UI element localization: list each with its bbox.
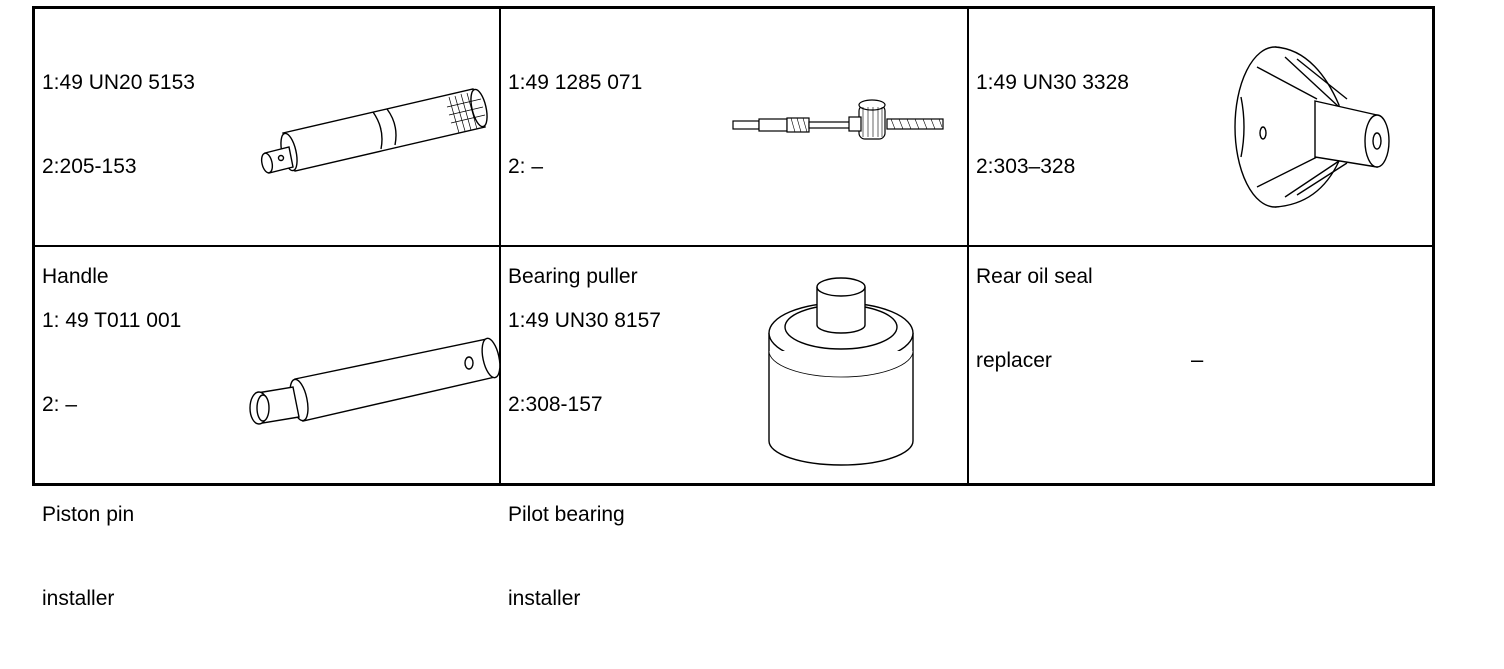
piston-pin-installer-icon [249, 337, 501, 425]
tool-name: Piston pin [42, 503, 135, 526]
tool-code: 2:308-157 [508, 393, 603, 416]
tool-name-line2: installer [42, 587, 115, 610]
special-tools-table: 1:49 UN20 5153 2:205-153 Handle [32, 6, 1435, 610]
tool-part-number: 1:49 UN30 3328 [976, 71, 1129, 94]
tool-name: Handle [42, 265, 109, 288]
rear-oil-seal-replacer-icon [1234, 46, 1390, 208]
tool-code: 2: – [42, 393, 78, 416]
tool-code: 2:303–328 [976, 155, 1076, 178]
tool-name: Bearing puller [508, 265, 638, 288]
pilot-bearing-installer-icon [768, 277, 914, 466]
tool-part-number: 1:49 UN30 8157 [508, 309, 661, 332]
tool-cell-handle: 1:49 UN20 5153 2:205-153 Handle [35, 9, 499, 288]
tool-cell-pilot-bearing-installer: 1:49 UN30 8157 2:308-157 Pilot bearing i… [501, 247, 967, 610]
tool-name-line2: replacer [976, 349, 1052, 372]
tool-name: Pilot bearing [508, 503, 625, 526]
tool-part-number: 1:49 UN20 5153 [42, 71, 195, 94]
tool-name-line2: installer [508, 587, 581, 610]
tool-code: 2: – [508, 155, 544, 178]
empty-tool-cell: – [969, 247, 1435, 483]
row-divider [35, 245, 1432, 247]
empty-placeholder: – [1191, 347, 1204, 372]
tool-name: Rear oil seal [976, 265, 1093, 288]
tool-code: 2:205-153 [42, 155, 137, 178]
tool-cell-rear-oil-seal-replacer: 1:49 UN30 3328 2:303–328 Rear oil seal r… [969, 9, 1435, 372]
tool-part-number: 1:49 1285 071 [508, 71, 643, 94]
tool-cell-bearing-puller: 1:49 1285 071 2: – Bearing puller [501, 9, 967, 288]
tool-cell-piston-pin-installer: 1: 49 T011 001 2: – Piston pin installer [35, 247, 501, 610]
tool-part-number: 1: 49 T011 001 [42, 309, 182, 332]
handle-tool-icon [260, 88, 488, 174]
bearing-puller-icon [732, 99, 944, 140]
